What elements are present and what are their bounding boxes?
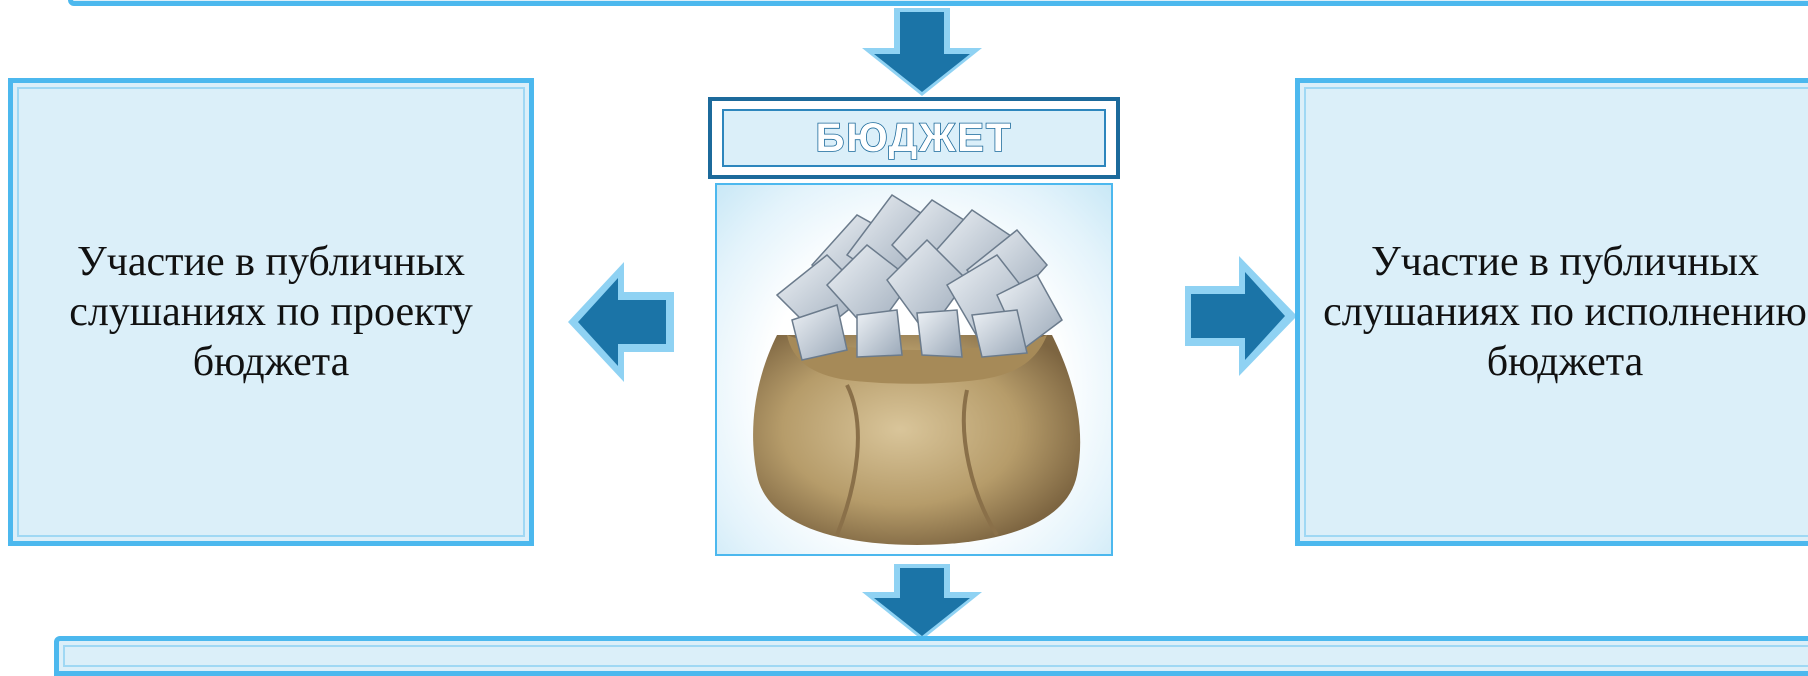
arrow-right-icon [1183, 254, 1299, 378]
right-box: Участие в публичных слушаниях по исполне… [1295, 78, 1808, 546]
right-box-text: Участие в публичных слушаниях по исполне… [1322, 237, 1808, 387]
money-bag-icon [717, 185, 1111, 554]
left-box: Участие в публичных слушаниях по проекту… [8, 78, 534, 546]
arrow-left-icon [566, 260, 676, 384]
budget-title-box: БЮДЖЕТ [708, 97, 1120, 179]
bottom-panel [54, 636, 1808, 676]
arrow-down-icon [858, 562, 986, 642]
arrow-down-icon [858, 6, 986, 98]
budget-title: БЮДЖЕТ [816, 116, 1013, 161]
left-box-text: Участие в публичных слушаниях по проекту… [35, 237, 507, 387]
budget-image-frame [715, 183, 1113, 556]
